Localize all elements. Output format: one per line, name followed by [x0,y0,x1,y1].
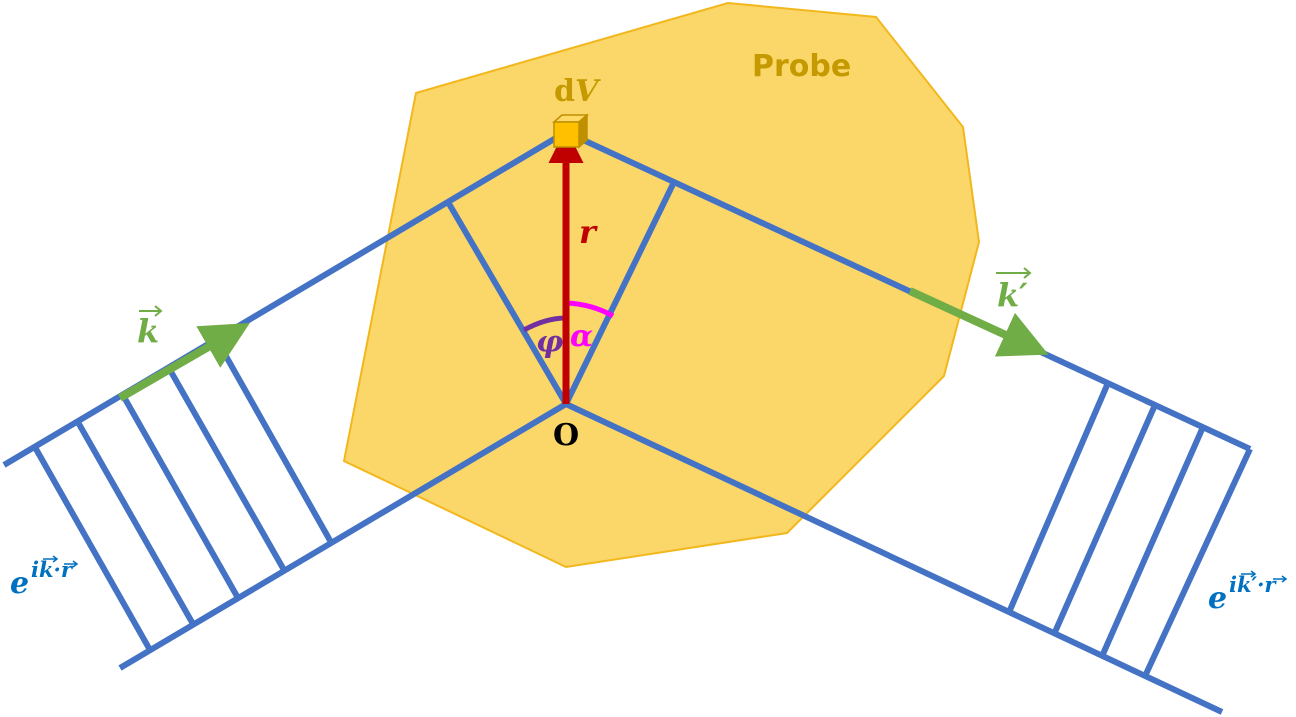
wavefront-5 [215,340,335,546]
k-prime-vector-arrow [908,287,1049,357]
r-vector-label: r [579,213,598,251]
path-difference-line-incident [445,200,569,406]
scattered-beam-lower-line [564,401,1224,715]
scattered-wavefront-2 [1052,403,1158,634]
scattered-wave-formula: e ik′·r [1208,570,1288,616]
svg-text:k: k [137,312,159,350]
scattered-wavefront-3 [1100,425,1206,656]
probe-label: Probe [752,49,851,84]
alpha-angle-arc [565,300,615,319]
incident-beam-lower-line [118,401,568,671]
path-difference-line-scattered [563,178,678,406]
volume-element-cube [552,113,589,149]
alpha-angle-label: α [570,319,593,354]
svg-text:ik·r: ik·r [31,557,74,582]
svg-text:k′: k′ [997,276,1028,314]
k-prime-vector-label: k′ [996,267,1032,314]
incident-wave-formula: e ik·r [10,555,79,601]
k-vector-label: k [137,305,163,350]
wavefront-4 [167,368,287,572]
svg-text:e: e [10,566,29,601]
wavefront-3 [121,395,241,600]
wavefront-1 [33,447,153,652]
origin-label: O [553,418,579,453]
incident-beam-upper-line [2,129,568,468]
scattered-wavefront-4 [1143,447,1253,676]
probe-region [342,1,981,569]
k-vector-arrow [117,322,250,402]
scattered-beam-upper-line [564,129,1252,452]
incident-beam [2,129,569,671]
svg-text:e: e [1208,581,1227,616]
scattered-wavefront-1 [1007,381,1111,612]
volume-element-label: dV [554,74,601,109]
wavefront-2 [76,422,196,626]
phi-angle-label: φ [536,325,563,360]
scattered-beam [563,129,1253,715]
